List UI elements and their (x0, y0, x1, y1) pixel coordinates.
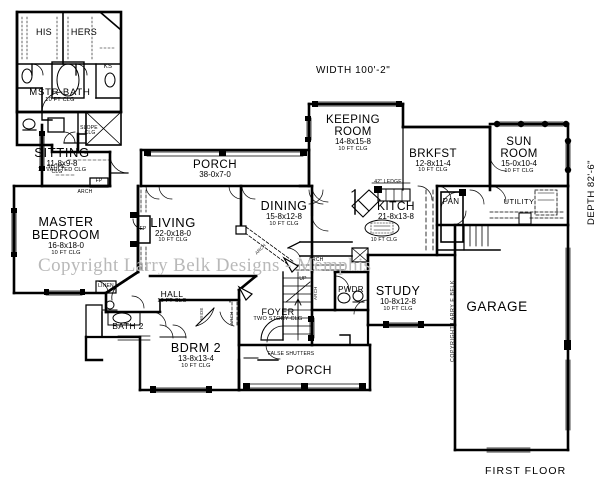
note-slope-clg-sitting-2: CLG (51, 169, 63, 175)
note-fireplace-sitting: FP (95, 178, 103, 184)
room-label-powder: PWDR (338, 285, 364, 294)
room-label-living: LIVING 22-0x18-0 10 FT CLG (150, 215, 196, 244)
note-arch-hall: ARCH (229, 311, 234, 325)
note-arch-dining: ARCH (308, 257, 324, 263)
note-slope-clg-sitting: SLOPE (47, 164, 65, 170)
watermark-copyright: Copyright Larry Belk Designs - Memphis (38, 255, 372, 276)
room-label-pantry: PAN (442, 197, 460, 206)
room-label-bedroom-2: BDRM 2 13-8x13-4 10 FT CLG (170, 341, 222, 369)
note-false-shutters: FALSE SHUTTERS (267, 351, 315, 357)
room-label-kitchen: KITCH 21-8x13-8 (377, 199, 415, 221)
room-label-hers: HERS (70, 27, 98, 37)
room-label-breakfast: BRKFST 12-8x11-4 10 FT CLG (409, 148, 457, 174)
room-label-porch-entry: PORCH (286, 363, 332, 377)
note-stair-up: UP (299, 276, 307, 282)
note-slope-clg-bath-2: CLG (84, 130, 96, 136)
note-slope-clg-bath: SLOPE (80, 125, 98, 131)
room-label-garage: GARAGE (466, 299, 528, 314)
note-fireplace-living: FP (139, 226, 147, 232)
watermark-copyright-vertical: COPYRIGHT LARRY E BELK (450, 279, 456, 362)
room-label-hall: HALL 10 FT CLG (157, 289, 187, 304)
note-ledge-kitchen: 42" LEDGE (374, 179, 402, 185)
room-label-study: STUDY 10-8x12-8 10 FT CLG (375, 284, 421, 312)
depth-dimension-label: DEPTH 82'-6" (586, 159, 597, 225)
room-label-utility: UTILITY (503, 197, 535, 206)
room-label-keeping-room: KEEPING ROOM 14-8x15-8 10 FT CLG (326, 114, 380, 152)
note-kitchen-ceiling: 10 FT CLG (370, 237, 398, 243)
room-label-porch-front: PORCH 38-0x7-0 (192, 159, 238, 180)
note-wide-hall: WIDE (199, 307, 204, 320)
note-arch-foyer: ARCH (313, 286, 318, 300)
room-label-sun-room: SUN ROOM 15-0x10-4 10 FT CLG (500, 136, 538, 174)
room-label-bath-2: BATH 2 (112, 321, 144, 331)
room-label-master-bedroom: MASTER BEDROOM 16-8x18-0 10 FT CLG (31, 215, 101, 256)
note-linen: LINEN (98, 283, 114, 289)
room-label-ks: KS (103, 64, 113, 70)
room-label-sitting: SITTING 11-8x9-8 12 VAULTED CLG (34, 145, 90, 174)
room-label-master-bath: MSTR BATH 10 FT CLG (29, 87, 91, 103)
room-label-dining: DINING 15-8x12-8 10 FT CLG (260, 199, 308, 227)
width-dimension-label: WIDTH 100'-2" (316, 65, 391, 76)
room-label-his: HIS (36, 27, 52, 37)
note-arch-sitting: ARCH (77, 189, 93, 195)
room-label-foyer: FOYER TWO STORY CLG (253, 307, 303, 323)
plan-title-first-floor: FIRST FLOOR (485, 465, 567, 477)
